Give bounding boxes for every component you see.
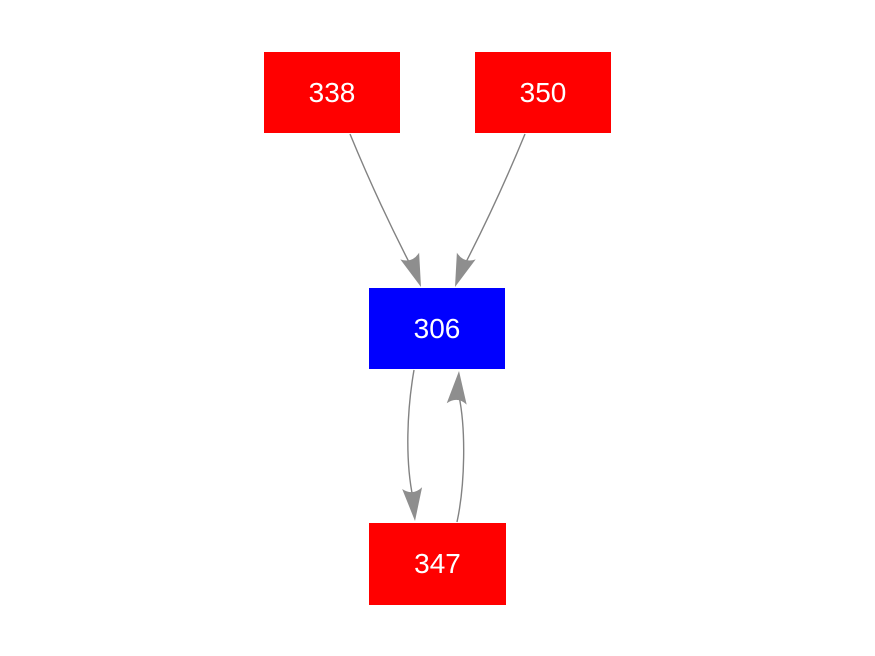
- node-label-350: 350: [519, 76, 567, 108]
- arrowhead-338-306: [400, 252, 421, 287]
- edge-338-306: [349, 133, 421, 287]
- edge-347-306: [446, 371, 467, 523]
- node-label-347: 347: [414, 548, 461, 579]
- edge-line-350-306: [463, 133, 526, 267]
- edge-306-347: [402, 369, 423, 521]
- edge-350-306: [455, 133, 526, 287]
- node-350[interactable]: 350: [475, 52, 611, 133]
- edge-line-347-306: [456, 395, 465, 523]
- arrowhead-347-306: [446, 371, 467, 405]
- edge-line-338-306: [349, 133, 412, 267]
- node-347[interactable]: 347: [369, 523, 506, 605]
- arrowhead-306-347: [402, 487, 423, 521]
- node-306[interactable]: 306: [369, 288, 505, 369]
- node-label-306: 306: [413, 312, 461, 344]
- edge-line-306-347: [407, 369, 415, 499]
- node-338[interactable]: 338: [264, 52, 400, 133]
- node-label-338: 338: [308, 76, 356, 108]
- arrowhead-350-306: [455, 252, 476, 287]
